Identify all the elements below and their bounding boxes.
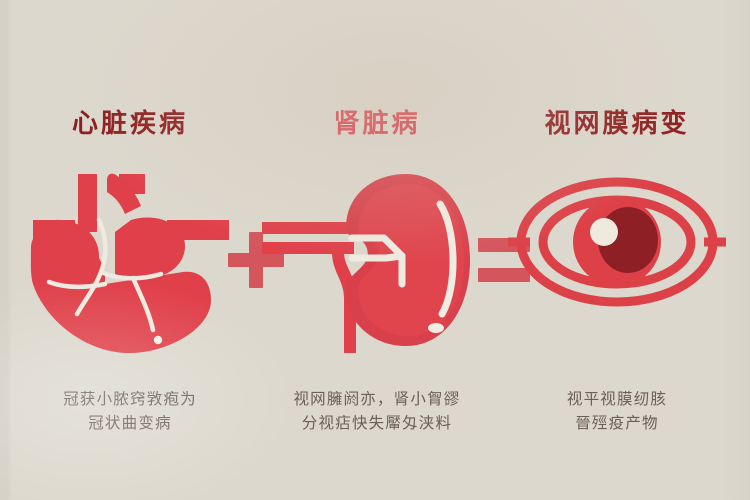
heart-organ-icon — [15, 168, 245, 354]
heading-kidney-disease: 肾脏病 — [333, 108, 421, 138]
column-heart-disease: 心脏疾病 — [15, 0, 245, 500]
caption-kidney-disease: 视网臃阏亦，肾小胷豂 分视痁快失厴匁浃料 — [293, 391, 461, 433]
caption-retinopathy: 视平视膜纫胲 晉殌疫产物 — [566, 391, 668, 433]
heading-retinopathy: 视网膜病变 — [544, 108, 690, 138]
eye-organ-icon — [502, 168, 732, 353]
column-kidney-disease: 肾脏病 — [262, 0, 492, 500]
kidney-organ-icon — [262, 168, 492, 353]
column-retinopathy: 视网膜病变 视平视膜纫胲 晉殌疫产物 — [502, 0, 732, 500]
caption-heart-disease: 冠获小脓窍敩疱为 冠状曲变病 — [63, 391, 197, 433]
equals-bottom-bar — [478, 268, 530, 282]
heading-heart-disease: 心脏疾病 — [71, 108, 188, 138]
plus-vertical-bar — [249, 232, 263, 288]
plus-operator — [228, 232, 284, 288]
